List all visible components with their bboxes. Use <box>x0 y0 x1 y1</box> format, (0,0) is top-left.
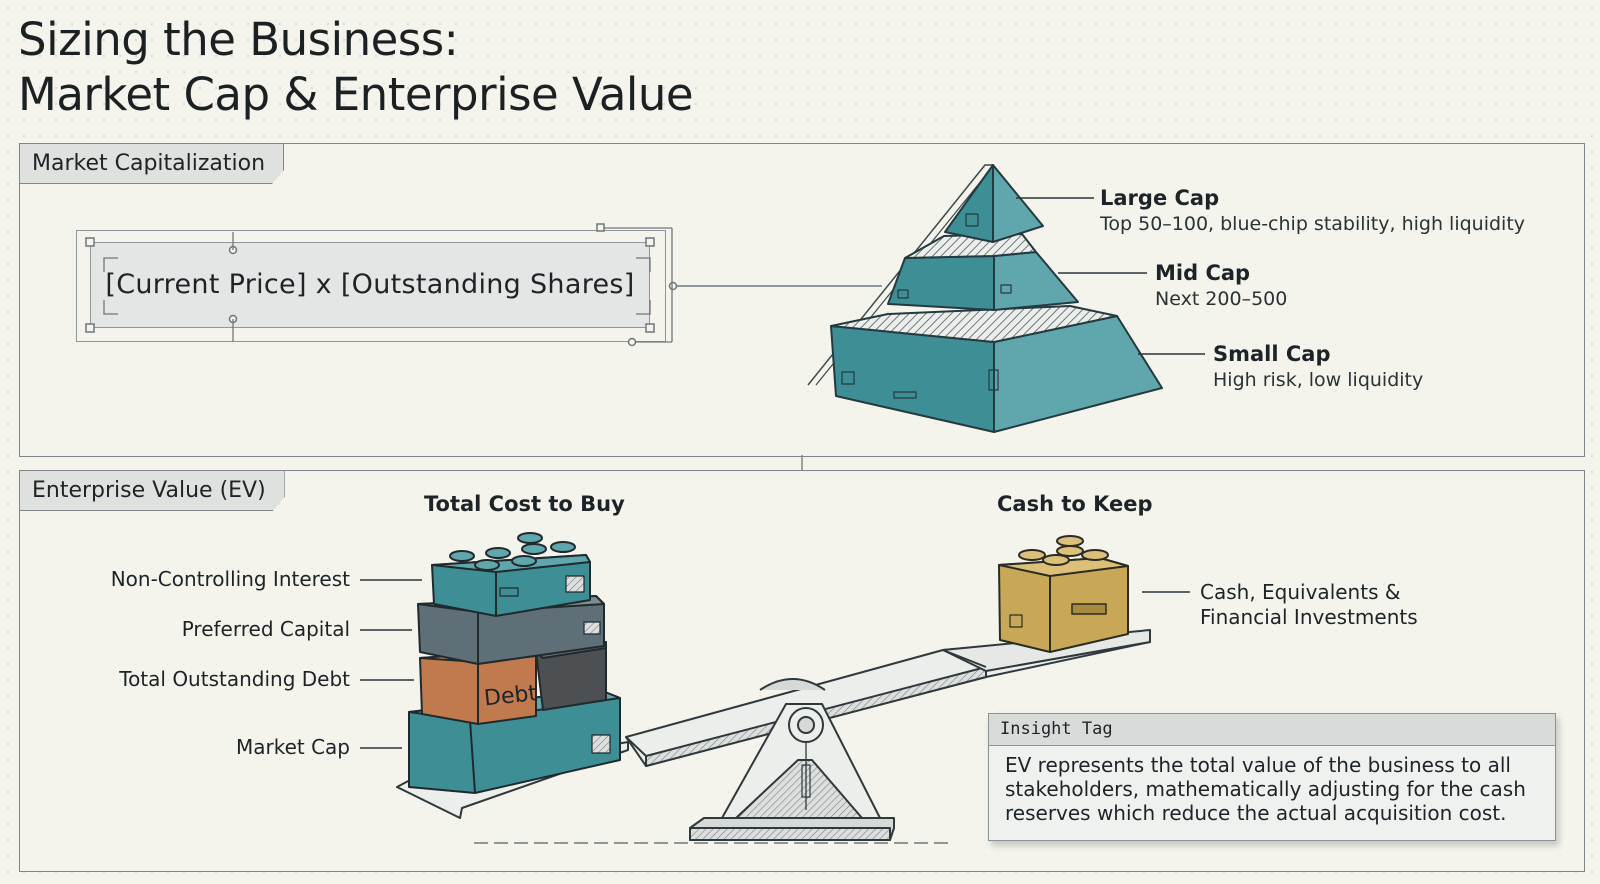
cash-label-line-2: Financial Investments <box>1200 605 1418 629</box>
total-cost-stack <box>408 532 621 794</box>
label-market-cap: Market Cap <box>235 735 350 759</box>
page-title-line-2: Market Cap & Enterprise Value <box>18 68 694 121</box>
cash-block <box>998 535 1129 653</box>
pyramid-tier-large-cap <box>944 164 1044 243</box>
pyramid-leaders <box>1016 197 1205 355</box>
insight-tag-header: Insight Tag <box>989 714 1555 746</box>
formula-handles <box>85 223 678 347</box>
insight-line-3: reserves which reduce the actual acquisi… <box>1005 801 1507 825</box>
insight-line-2: stakeholders, mathematically adjusting f… <box>1005 777 1526 801</box>
seesaw-balance <box>396 629 1151 844</box>
block-non-controlling-interest <box>431 532 591 617</box>
market-cap-tab: Market Capitalization <box>20 144 284 184</box>
pyramid-tier-mid-cap <box>887 233 1079 311</box>
label-non-controlling-interest: Non-Controlling Interest <box>110 567 350 591</box>
pyramid-tier-small-cap <box>830 305 1163 433</box>
page-title-line-1: Sizing the Business: <box>18 13 459 66</box>
page-title: Sizing the Business: Market Cap & Enterp… <box>18 12 694 122</box>
insight-tag: Insight Tag EV represents the total valu… <box>988 713 1556 841</box>
mid-cap-title: Mid Cap <box>1155 261 1251 285</box>
cash-label: Cash, Equivalents & Financial Investment… <box>1200 580 1418 630</box>
large-cap-desc: Top 50–100, blue-chip stability, high li… <box>1100 213 1526 235</box>
insight-line-1: EV represents the total value of the bus… <box>1005 753 1511 777</box>
small-cap-desc: High risk, low liquidity <box>1213 369 1424 391</box>
cash-to-keep-heading: Cash to Keep <box>997 492 1153 516</box>
mid-cap-desc: Next 200–500 <box>1155 288 1288 310</box>
small-cap-title: Small Cap <box>1213 342 1331 366</box>
market-cap-formula: [Current Price] x [Outstanding Shares] <box>90 242 650 328</box>
cash-label-line-1: Cash, Equivalents & <box>1200 580 1401 604</box>
label-preferred-capital: Preferred Capital <box>181 617 350 641</box>
debt-block-label: Debt <box>483 681 539 711</box>
formula-frame <box>76 230 666 342</box>
enterprise-value-tab: Enterprise Value (EV) <box>20 471 285 511</box>
insight-tag-body: EV represents the total value of the bus… <box>989 746 1555 825</box>
label-total-outstanding-debt: Total Outstanding Debt <box>119 667 350 691</box>
market-cap-pyramid <box>807 164 1163 433</box>
total-cost-heading: Total Cost to Buy <box>424 492 625 516</box>
ev-leaders <box>360 579 1190 749</box>
large-cap-title: Large Cap <box>1100 186 1220 210</box>
formula-brackets <box>103 227 673 343</box>
